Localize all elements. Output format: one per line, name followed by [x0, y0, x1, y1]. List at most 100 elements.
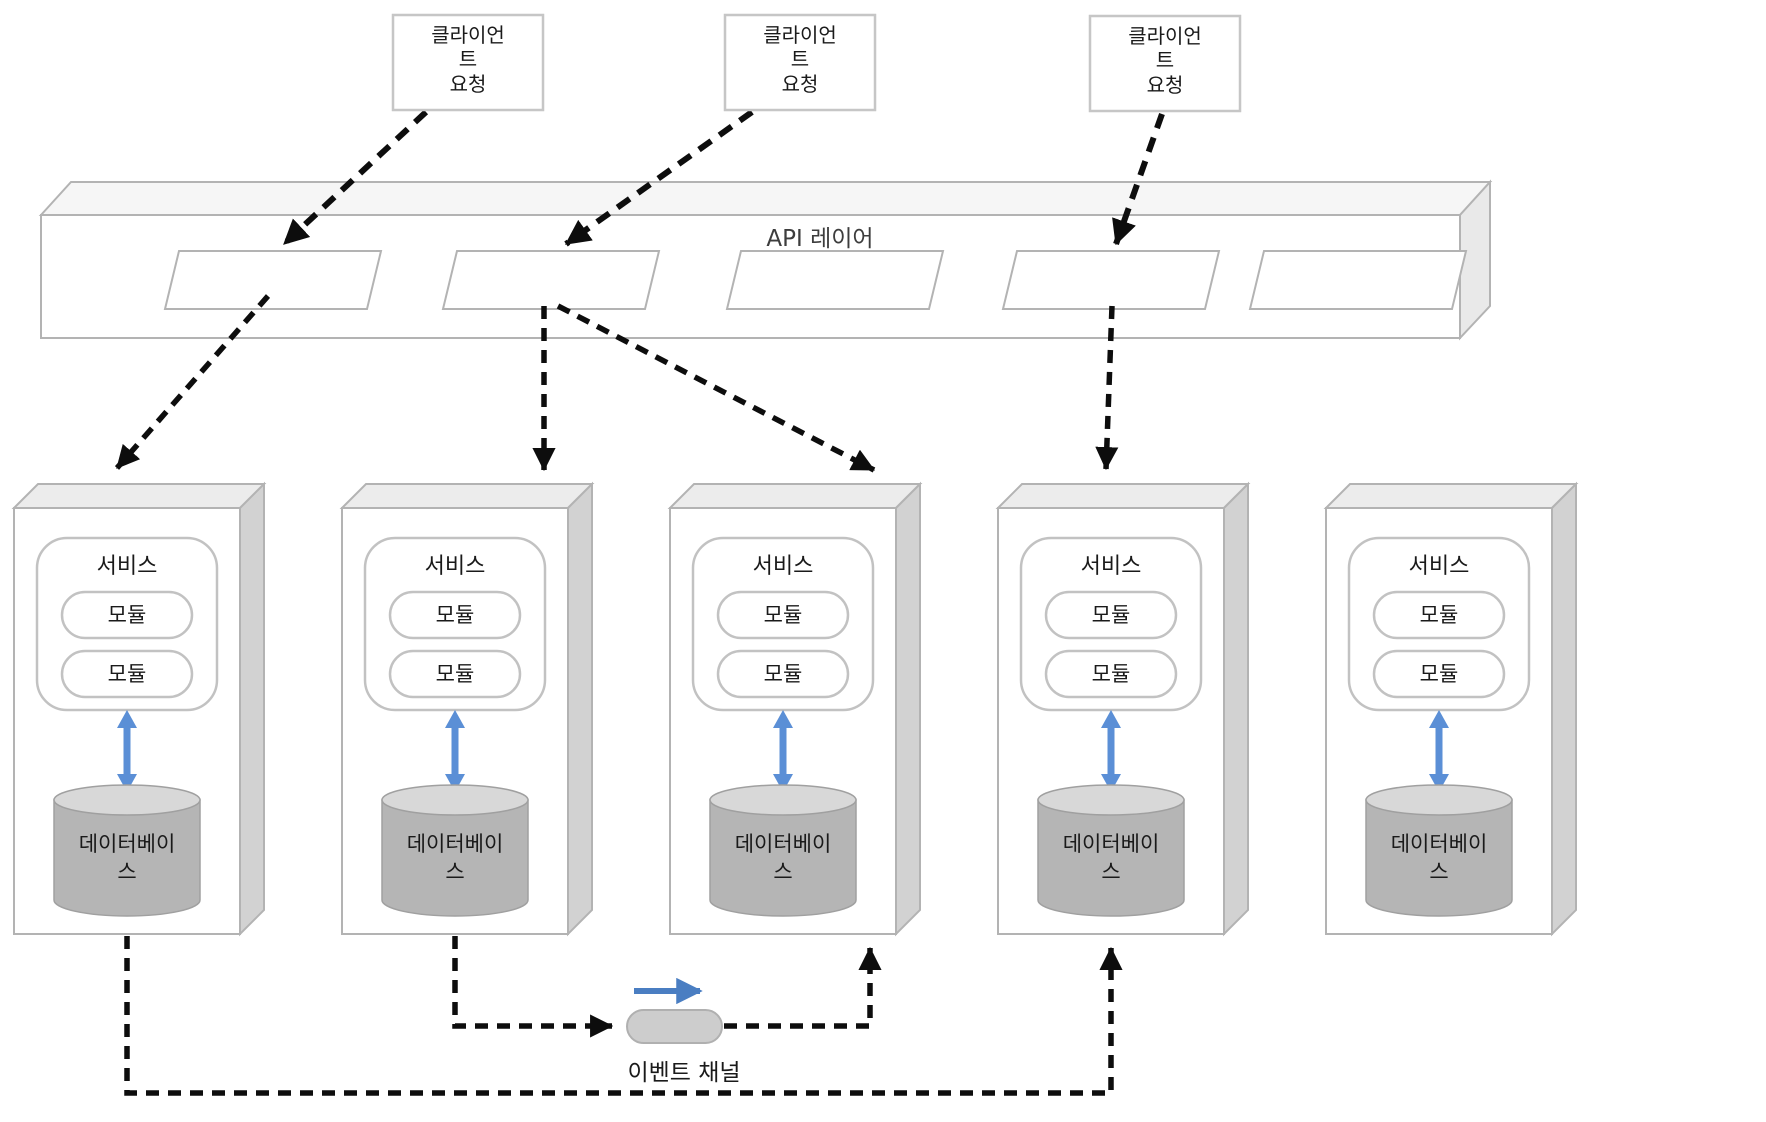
service-db-link-arrowhead-up-icon [117, 710, 137, 728]
module-pill-1 [1044, 590, 1178, 640]
client-request-label-line3: 요청 [1147, 73, 1184, 97]
database-label-line1: 데이터베이 [1063, 832, 1160, 856]
database-cylinder-body [381, 799, 529, 917]
service-db-link-arrow [773, 710, 793, 792]
api-slot-0 [163, 250, 383, 310]
service-db-link-arrow [117, 710, 137, 792]
module-pill-2 [1372, 649, 1506, 699]
module-pill-2 [1044, 649, 1178, 699]
module-label-2: 모듈 [1420, 662, 1459, 686]
api-layer-label: API 레이어 [766, 226, 873, 252]
client-request-label-line2: 트 [459, 47, 477, 71]
database-cylinder: 데이터베이 스 [1365, 784, 1513, 917]
service-box-top-face [11, 483, 267, 509]
event-flow-pipe-to-service3 [724, 946, 882, 1029]
service-label: 서비스 [753, 554, 814, 579]
database-label-line1: 데이터베이 [735, 832, 832, 856]
api-layer-top-face [38, 181, 1493, 216]
client-request-label-line3: 요청 [782, 72, 819, 96]
service-db-link-arrow [445, 710, 465, 792]
database-label-line2: 스 [117, 860, 136, 884]
service-label: 서비스 [1409, 554, 1470, 579]
database-cylinder-body [1365, 799, 1513, 917]
database-cylinder-body [709, 799, 857, 917]
database-cylinder-top [709, 784, 857, 816]
service-box-top-face [667, 483, 923, 509]
service-db-link-arrowhead-up-icon [1429, 710, 1449, 728]
service-box-top-face [1323, 483, 1579, 509]
database-label-line2: 스 [1429, 860, 1448, 884]
service-db-link-arrow [1429, 710, 1449, 792]
service-label: 서비스 [1081, 554, 1142, 579]
routing-arrow-slot1-service1 [114, 294, 271, 470]
service-db-link-arrowhead-down-icon [773, 774, 793, 792]
service-label: 서비스 [425, 554, 486, 579]
module-label-1: 모듈 [764, 603, 803, 627]
module-pill-1 [60, 590, 194, 640]
module-label-2: 모듈 [1092, 662, 1131, 686]
client-request-frame [723, 13, 877, 112]
database-label-line1: 데이터베이 [407, 832, 504, 856]
service-group-2: 서비스 모듈 모듈 데이터베이 스 [667, 481, 923, 937]
service-box-side-face [895, 481, 921, 937]
service-group-1: 서비스 모듈 모듈 데이터베이 스 [339, 481, 595, 937]
module-label-2: 모듈 [764, 662, 803, 686]
service-db-link-arrow [1101, 710, 1121, 792]
routing-arrow-slot4-service4 [1095, 305, 1119, 471]
event-channel-pipe [626, 1009, 723, 1044]
module-label-1: 모듈 [1420, 603, 1459, 627]
database-cylinder-top [53, 784, 201, 816]
database-cylinder-top [1365, 784, 1513, 816]
event-channel-label: 이벤트 채널 [627, 1060, 740, 1086]
database-label-line2: 스 [445, 860, 464, 884]
database-cylinder: 데이터베이 스 [53, 784, 201, 917]
service-group-3: 서비스 모듈 모듈 데이터베이 스 [995, 481, 1251, 937]
request-arrow-1 [281, 109, 429, 247]
database-cylinder-body [53, 799, 201, 917]
database-label-line2: 스 [773, 860, 792, 884]
database-label-line1: 데이터베이 [79, 832, 176, 856]
request-arrow-3 [1112, 112, 1165, 246]
client-request-label-line1: 클라이언 [763, 23, 837, 47]
event-flow-service2-to-pipe [452, 936, 614, 1038]
api-slot-2 [725, 250, 945, 310]
service-db-link-arrowhead-up-icon [1101, 710, 1121, 728]
service-db-link-arrowhead-down-icon [1429, 774, 1449, 792]
api-slot-1 [441, 250, 661, 310]
client-request-label-line3: 요청 [450, 72, 487, 96]
database-cylinder: 데이터베이 스 [709, 784, 857, 917]
module-pill-1 [1372, 590, 1506, 640]
service-db-link-arrowhead-down-icon [445, 774, 465, 792]
service-group-4: 서비스 모듈 모듈 데이터베이 스 [1323, 481, 1579, 937]
client-request-box-0: 클라이언 트 요청 [391, 13, 545, 112]
service-label: 서비스 [97, 554, 158, 579]
database-label-line2: 스 [1101, 860, 1120, 884]
database-cylinder: 데이터베이 스 [381, 784, 529, 917]
client-request-frame [391, 13, 545, 112]
client-request-label-line2: 트 [791, 47, 809, 71]
client-request-label-line1: 클라이언 [1128, 24, 1202, 48]
service-group-0: 서비스 모듈 모듈 데이터베이 스 [11, 481, 267, 937]
client-request-box-2: 클라이언 트 요청 [1088, 14, 1242, 113]
module-pill-2 [716, 649, 850, 699]
routing-arrow-slot2-service3 [556, 303, 876, 473]
client-request-label-line2: 트 [1156, 48, 1174, 72]
api-slot-4 [1248, 250, 1468, 310]
service-box-top-face [339, 483, 595, 509]
service-box-side-face [1223, 481, 1249, 937]
service-db-link-arrowhead-up-icon [445, 710, 465, 728]
client-request-frame [1088, 14, 1242, 113]
module-label-2: 모듈 [436, 662, 475, 686]
service-db-link-arrowhead-up-icon [773, 710, 793, 728]
module-label-1: 모듈 [1092, 603, 1131, 627]
module-pill-1 [388, 590, 522, 640]
database-cylinder-body [1037, 799, 1185, 917]
service-box-side-face [567, 481, 593, 937]
service-db-link-arrowhead-down-icon [117, 774, 137, 792]
request-arrow-2 [564, 109, 754, 247]
database-label-line1: 데이터베이 [1391, 832, 1488, 856]
module-label-1: 모듈 [436, 603, 475, 627]
service-box-top-face [995, 483, 1251, 509]
